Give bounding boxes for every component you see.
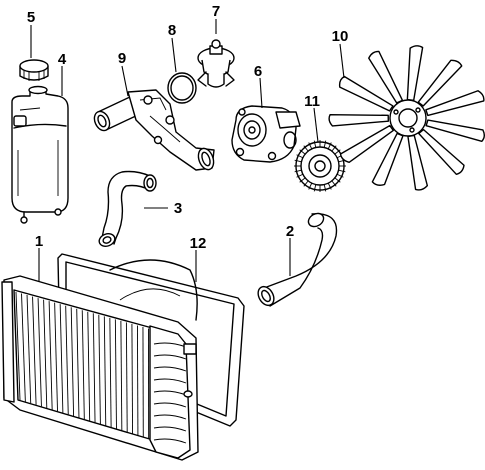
tank-rib [153, 426, 187, 432]
clutch-fin [331, 145, 337, 152]
clutch-fin [313, 184, 317, 192]
fan-blade [417, 59, 463, 107]
tank-rib [153, 366, 187, 372]
callout-10: 10 [332, 28, 349, 45]
leader-lines [30, 19, 345, 282]
radiator-fin [103, 316, 107, 426]
clutch-fin [308, 182, 313, 190]
radiator [1, 275, 199, 461]
clutch-fin [296, 173, 304, 178]
radiator-fin [125, 322, 128, 433]
clutch-fin [294, 159, 302, 163]
thermostat [197, 39, 235, 88]
radiator-fin [21, 293, 26, 402]
clutch-fin [303, 180, 309, 187]
clutch-fin [308, 142, 313, 150]
thermostat-gasket [167, 72, 197, 104]
radiator-fin [87, 311, 91, 421]
radiator-fin [114, 319, 117, 429]
clutch-fin [313, 140, 317, 148]
radiator-fin [37, 298, 42, 407]
radiator-fin [32, 296, 37, 405]
thermostat-housing [93, 89, 215, 171]
clutch-fin [323, 184, 327, 192]
radiator-fin [98, 314, 101, 425]
clutch-fin [299, 177, 306, 183]
radiator-fin [81, 310, 85, 420]
tank-rib [153, 402, 187, 408]
fan-blade [407, 134, 429, 191]
radiator-hose-upper [257, 212, 338, 307]
callout-5: 5 [27, 9, 35, 26]
callout-3: 3 [174, 200, 182, 217]
clutch-fin [299, 149, 306, 155]
tank-rib [153, 354, 187, 360]
fan-clutch [294, 140, 346, 192]
cooling-fan [328, 45, 485, 191]
callout-7: 7 [212, 3, 220, 20]
fan-blade [425, 90, 485, 117]
fan-blade [406, 45, 424, 102]
callout-8: 8 [168, 22, 176, 39]
callout-6: 6 [254, 63, 262, 80]
clutch-fin [327, 182, 332, 190]
clutch-fin [327, 142, 332, 150]
callout-labels: 5 4 8 7 9 6 10 11 3 2 1 12 [27, 3, 349, 252]
fan-blade [425, 119, 485, 143]
clutch-fin [338, 169, 346, 173]
clutch-fin [323, 140, 327, 148]
tank-rib [153, 438, 187, 444]
fan-blade [371, 132, 404, 186]
radiator-fin [120, 320, 123, 431]
callout-11: 11 [304, 93, 320, 110]
radiator-fin [59, 304, 64, 413]
expansion-tank [11, 85, 69, 224]
clutch-fin [331, 180, 337, 187]
radiator-fin [15, 291, 21, 401]
clutch-fin [303, 145, 309, 152]
callout-1: 1 [35, 233, 43, 250]
clutch-fin [294, 169, 302, 173]
radiator-fin [109, 317, 112, 428]
radiator-hose-lower [98, 170, 157, 247]
reservoir-cap [19, 59, 49, 81]
fan-blade [328, 114, 390, 127]
tank-rib [153, 414, 187, 420]
radiator-fin [70, 307, 75, 417]
clutch-fin [296, 154, 304, 159]
radiator-fin [26, 295, 32, 404]
radiator-fin [48, 301, 53, 410]
radiator-fin [43, 299, 48, 409]
radiator-fin [76, 308, 80, 418]
clutch-fin [334, 149, 341, 155]
fan-blade [418, 128, 465, 176]
fan-blade [339, 124, 395, 163]
radiator-fin [65, 305, 69, 415]
callout-4: 4 [58, 51, 67, 68]
radiator-fin [92, 313, 96, 423]
callout-12: 12 [190, 235, 207, 252]
water-pump [231, 105, 301, 163]
fan-blade [368, 50, 404, 104]
callout-9: 9 [118, 50, 126, 67]
tank-rib [153, 378, 187, 384]
radiator-fin [131, 323, 134, 434]
callout-2: 2 [286, 223, 294, 240]
radiator-fin [54, 302, 58, 412]
clutch-fin [334, 177, 341, 183]
clutch-fin [336, 173, 344, 178]
